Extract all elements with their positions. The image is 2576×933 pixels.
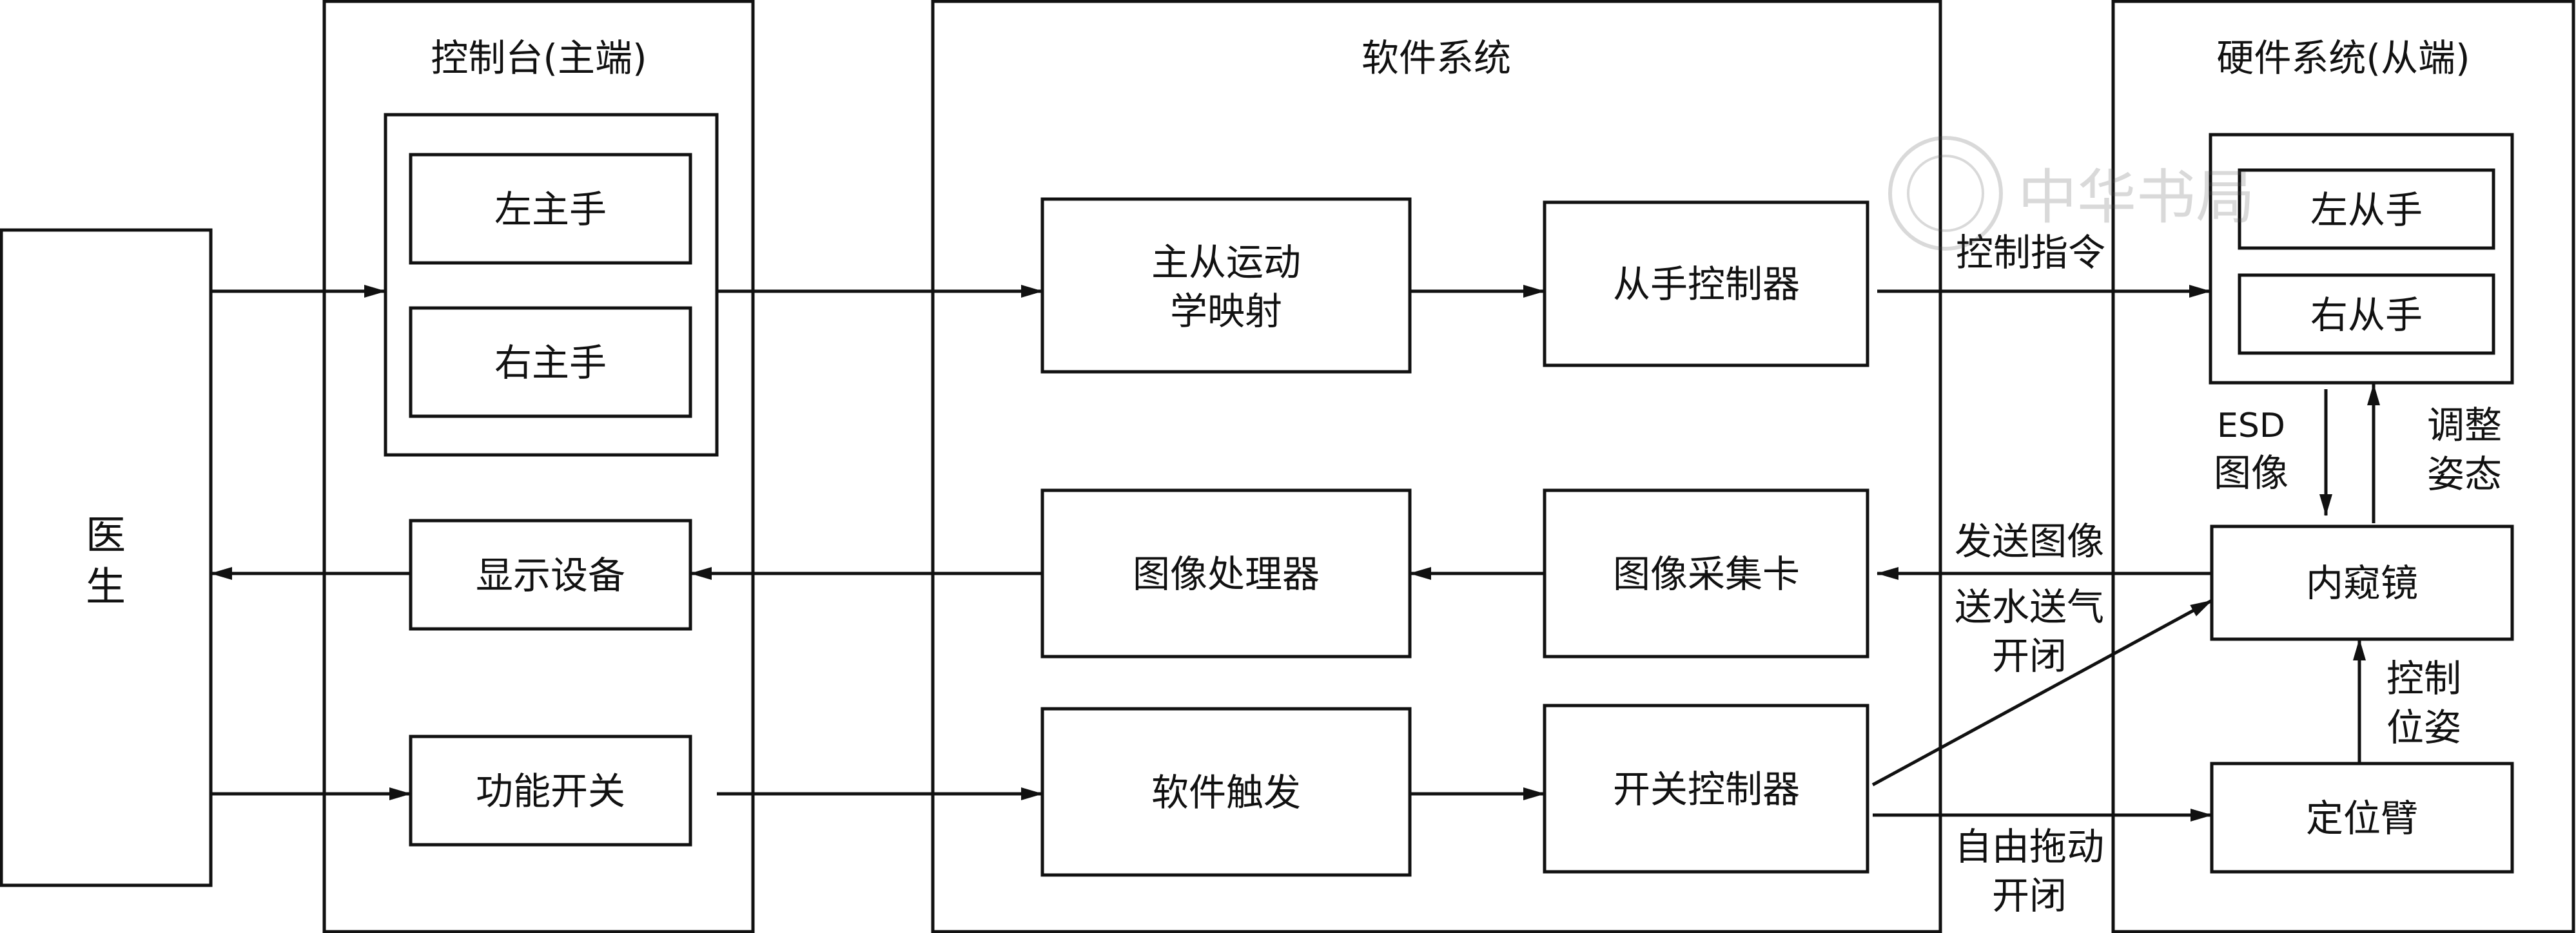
right-master-box [409, 306, 692, 418]
console-panel-title: 控制台(主端) [431, 36, 647, 80]
display-label: 显示设备 [476, 553, 625, 597]
endoscope-box [2210, 524, 2514, 641]
watermark-text: 中华书局 [2018, 163, 2255, 232]
software-panel-title: 软件系统 [1361, 36, 1511, 80]
right-master-label: 右主手 [494, 341, 607, 385]
label-water-air-line2: 开闭 [1992, 634, 2067, 678]
kinematics-label-line2: 学映射 [1170, 289, 1282, 333]
label-control-command: 控制指令 [1956, 231, 2105, 274]
doctor-box [0, 228, 213, 887]
label-adjust-pose-line2: 姿态 [2427, 452, 2502, 496]
switch-controller-box [1543, 704, 1869, 874]
label-adjust-pose-line1: 调整 [2427, 403, 2502, 447]
label-free-drag-line1: 自由拖动 [1955, 825, 2104, 869]
slave-controller-label: 从手控制器 [1613, 262, 1800, 306]
label-water-air-line1: 送水送气 [1955, 585, 2104, 629]
label-esd-image-line2: 图像 [2214, 451, 2288, 495]
hardware-panel-title: 硬件系统(从端) [2216, 36, 2470, 80]
capture-card-label: 图像采集卡 [1613, 552, 1800, 596]
kinematics-box [1040, 197, 1412, 374]
left-slave-label: 左从手 [2310, 188, 2423, 232]
positioning-arm-box [2210, 762, 2514, 874]
image-processor-label: 图像处理器 [1133, 552, 1320, 596]
left-master-label: 左主手 [494, 188, 607, 231]
software-trigger-label: 软件触发 [1151, 771, 1301, 814]
function-switch-label: 功能开关 [476, 769, 625, 813]
left-master-box [409, 153, 692, 265]
label-free-drag-line2: 开闭 [1992, 874, 2067, 918]
label-send-image: 发送图像 [1955, 519, 2104, 563]
doctor-label-line2: 生 [86, 563, 126, 610]
slave-controller-box [1543, 200, 1869, 367]
right-slave-label: 右从手 [2310, 293, 2423, 337]
endoscope-label: 内窥镜 [2306, 561, 2418, 605]
publisher-watermark: 中华书局 [1888, 136, 2255, 251]
doctor-label-line1: 医 [86, 512, 126, 559]
label-control-pose-line2: 位姿 [2386, 706, 2461, 749]
capture-card-box [1543, 488, 1869, 659]
watermark-seal-icon [1888, 136, 2003, 251]
label-control-pose-line1: 控制 [2386, 657, 2461, 700]
switch-controller-label: 开关控制器 [1613, 767, 1800, 811]
arrow-switch-controller-to-endoscope [1871, 599, 2213, 787]
label-esd-image-line1: ESD [2217, 407, 2285, 445]
left-slave-box [2238, 168, 2495, 250]
software-trigger-box [1040, 707, 1412, 877]
kinematics-label-line1: 主从运动 [1151, 240, 1301, 284]
positioning-arm-label: 定位臂 [2306, 796, 2418, 840]
right-slave-box [2238, 273, 2495, 355]
